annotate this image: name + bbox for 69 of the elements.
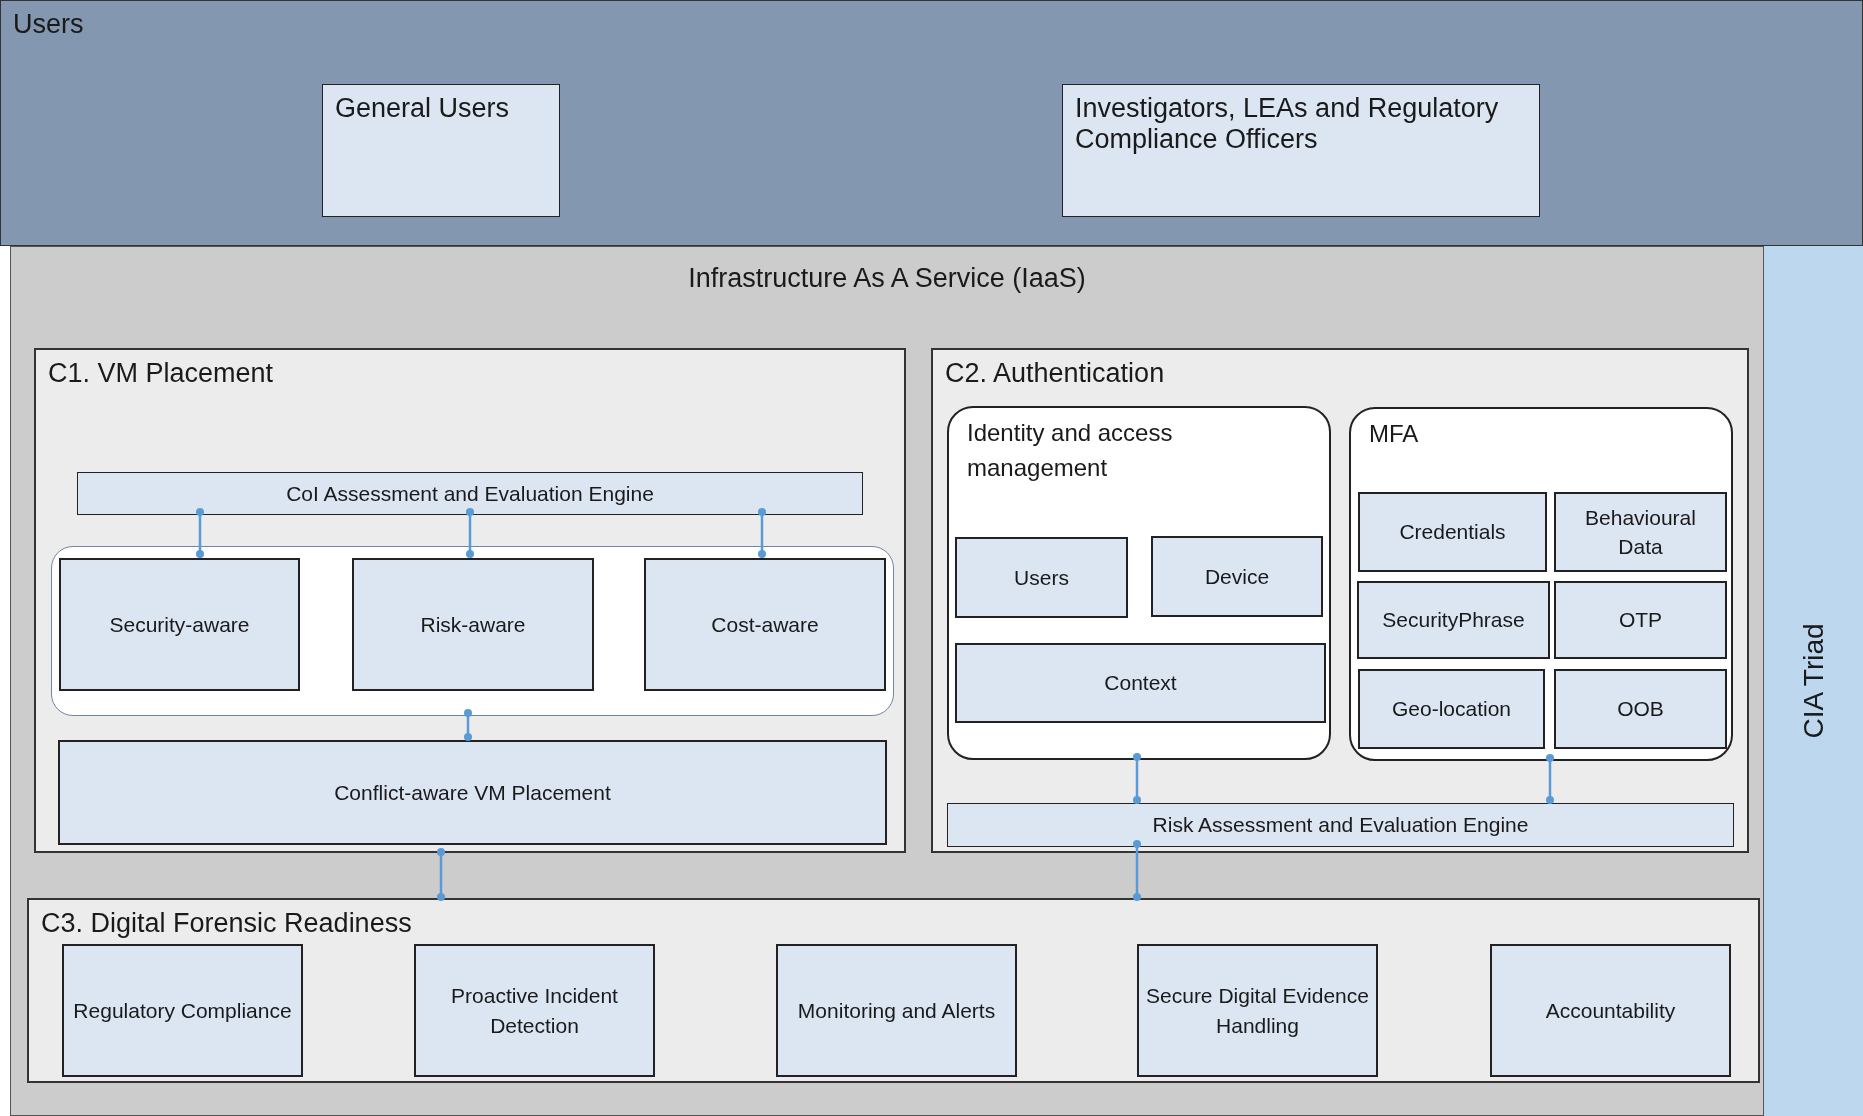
box-label: Cost-aware bbox=[711, 611, 819, 638]
connector bbox=[437, 848, 445, 901]
process-box bbox=[1137, 944, 1378, 1077]
process-box bbox=[776, 944, 1017, 1077]
box-label: Risk Assessment and Evaluation Engine bbox=[1152, 812, 1529, 839]
process-box bbox=[58, 740, 887, 845]
panel-title: Infrastructure As A Service (IaaS) bbox=[687, 263, 1087, 294]
component-panel bbox=[27, 898, 1760, 1083]
box-label: Device bbox=[1204, 563, 1270, 590]
component-panel bbox=[931, 348, 1749, 853]
engine-box bbox=[947, 803, 1734, 847]
box-label: Credentials bbox=[1399, 519, 1506, 546]
box-label: Monitoring and Alerts bbox=[797, 997, 996, 1024]
connector bbox=[466, 508, 474, 558]
panel-title: C3. Digital Forensic Readiness bbox=[41, 908, 412, 939]
process-box bbox=[1490, 944, 1731, 1077]
box-label: Secure Digital Evidence Handling bbox=[1145, 983, 1370, 1039]
process-box bbox=[1151, 536, 1323, 617]
box-label: CoI Assessment and Evaluation Engine bbox=[286, 480, 654, 507]
engine-box bbox=[77, 472, 863, 515]
process-box bbox=[62, 944, 303, 1077]
panel-title: CIA Triad bbox=[1797, 623, 1830, 739]
process-box bbox=[1554, 669, 1727, 749]
process-box bbox=[955, 537, 1128, 618]
box-label: Behavioural Data bbox=[1584, 504, 1697, 560]
connector bbox=[1133, 840, 1141, 901]
process-box bbox=[1554, 492, 1727, 572]
component-panel bbox=[34, 348, 906, 853]
box-label: Accountability bbox=[1545, 997, 1676, 1024]
process-box bbox=[1358, 669, 1545, 749]
panel-title: C2. Authentication bbox=[945, 358, 1165, 389]
user-box bbox=[1062, 84, 1540, 217]
box-label: SecurityPhrase bbox=[1382, 607, 1525, 634]
connector bbox=[196, 508, 204, 558]
connector bbox=[464, 709, 472, 741]
process-box bbox=[59, 558, 300, 691]
user-box bbox=[322, 84, 560, 217]
process-box bbox=[955, 643, 1326, 723]
users-band bbox=[0, 0, 1863, 246]
box-label: Risk-aware bbox=[420, 611, 526, 638]
panel-title: Investigators, LEAs and Regulatory Compliance Officers bbox=[1075, 93, 1500, 155]
process-box bbox=[352, 558, 594, 691]
group-panel bbox=[947, 406, 1331, 760]
box-label: Security-aware bbox=[109, 611, 250, 638]
group-panel bbox=[51, 546, 894, 716]
panel-title: C1. VM Placement bbox=[48, 358, 274, 389]
box-label: Geo-location bbox=[1391, 696, 1512, 723]
process-box bbox=[1358, 492, 1547, 572]
process-box bbox=[644, 558, 886, 691]
layer-panel bbox=[10, 246, 1764, 1116]
process-box bbox=[1357, 581, 1550, 659]
box-label: OTP bbox=[1618, 607, 1663, 634]
box-label: Users bbox=[1014, 564, 1069, 591]
process-box bbox=[1554, 581, 1727, 659]
connector bbox=[1133, 753, 1141, 804]
connector bbox=[758, 508, 766, 558]
box-label: Proactive Incident Detection bbox=[450, 983, 619, 1039]
panel-title: MFA bbox=[1369, 419, 1420, 449]
box-label: Context bbox=[1104, 670, 1177, 697]
connector bbox=[1546, 754, 1554, 804]
box-label: Conflict-aware VM Placement bbox=[334, 779, 611, 806]
box-label: OOB bbox=[1617, 696, 1664, 723]
box-label: Regulatory Compliance bbox=[73, 997, 292, 1024]
panel-title: General Users bbox=[335, 93, 510, 124]
group-panel bbox=[1349, 407, 1733, 761]
process-box bbox=[414, 944, 655, 1077]
panel-title: Identity and access management bbox=[967, 418, 1174, 483]
side-band bbox=[1764, 246, 1863, 1116]
panel-title: Users bbox=[13, 9, 84, 40]
